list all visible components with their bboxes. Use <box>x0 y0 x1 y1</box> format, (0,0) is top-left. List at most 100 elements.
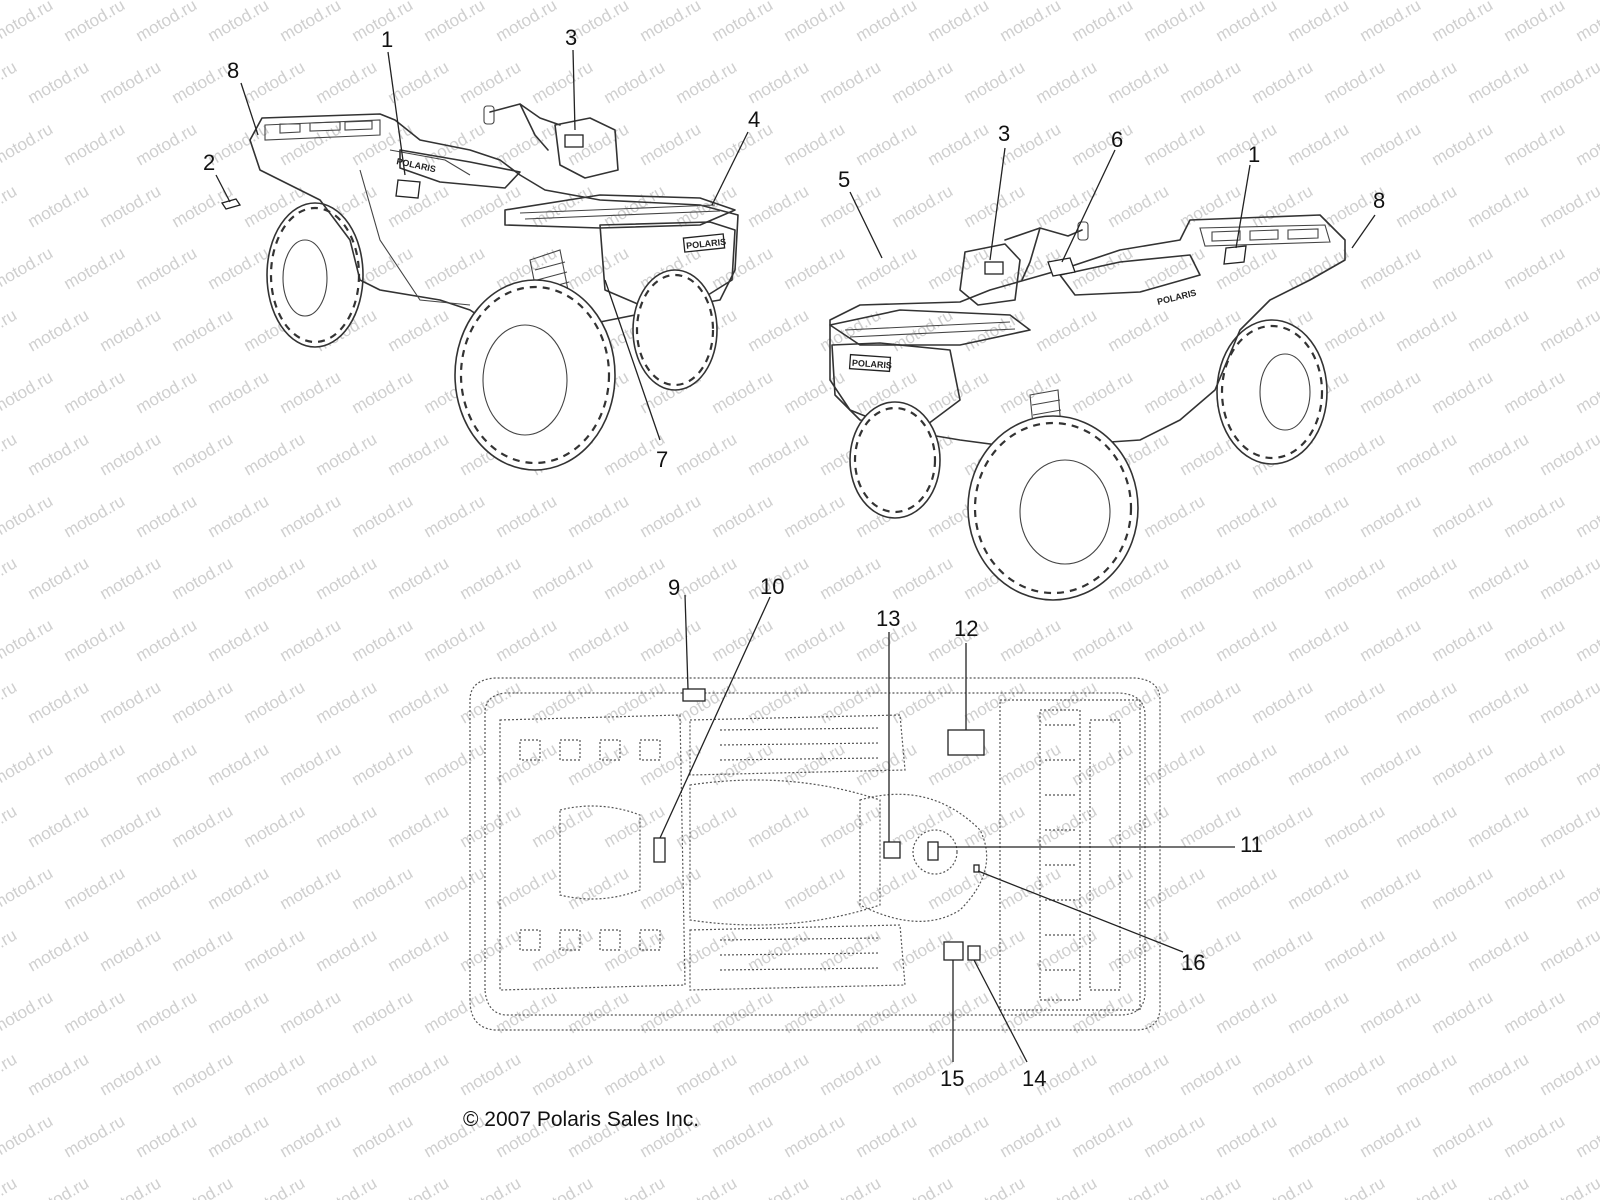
watermark-text: motod.ru <box>1213 739 1281 789</box>
watermark-text: motod.ru <box>493 615 561 665</box>
watermark-text: motod.ru <box>205 615 273 665</box>
watermark-text: motod.ru <box>1285 243 1353 293</box>
watermark-text: motod.ru <box>745 801 813 851</box>
watermark-text: motod.ru <box>781 243 849 293</box>
watermark-text: motod.ru <box>25 429 93 479</box>
watermark-text: motod.ru <box>1141 739 1209 789</box>
watermark-text: motod.ru <box>1357 491 1425 541</box>
watermark-text: motod.ru <box>745 1173 813 1200</box>
watermark-text: motod.ru <box>1177 553 1245 603</box>
watermark-text: motod.ru <box>1573 0 1600 45</box>
watermark-text: motod.ru <box>0 677 20 727</box>
watermark-text: motod.ru <box>61 367 129 417</box>
watermark-text: motod.ru <box>97 677 165 727</box>
watermark-text: motod.ru <box>745 1049 813 1099</box>
callout-1-left: 1 <box>381 27 393 52</box>
watermark-text: motod.ru <box>385 801 453 851</box>
watermark-text: motod.ru <box>421 615 489 665</box>
watermark-text: motod.ru <box>0 57 20 107</box>
watermark-text: motod.ru <box>1465 553 1533 603</box>
watermark-text: motod.ru <box>1501 1111 1569 1161</box>
callout-8-left: 8 <box>227 58 239 83</box>
watermark-text: motod.ru <box>1573 987 1600 1037</box>
watermark-text: motod.ru <box>1393 181 1461 231</box>
watermark-text: motod.ru <box>61 987 129 1037</box>
watermark-text: motod.ru <box>0 491 56 541</box>
watermark-text: motod.ru <box>853 1111 921 1161</box>
watermark-text: motod.ru <box>277 1111 345 1161</box>
watermark-text: motod.ru <box>961 1173 1029 1200</box>
watermark-text: motod.ru <box>0 801 20 851</box>
watermark-text: motod.ru <box>133 491 201 541</box>
watermark-text: motod.ru <box>1069 1111 1137 1161</box>
watermark-text: motod.ru <box>205 0 273 45</box>
watermark-text: motod.ru <box>1069 739 1137 789</box>
watermark-text: motod.ru <box>1141 1111 1209 1161</box>
watermark-text: motod.ru <box>0 553 20 603</box>
watermark-text: motod.ru <box>25 1173 93 1200</box>
watermark-text: motod.ru <box>709 863 777 913</box>
watermark-text: motod.ru <box>1321 677 1389 727</box>
watermark-text: motod.ru <box>673 1173 741 1200</box>
watermark-text: motod.ru <box>1429 987 1497 1037</box>
watermark-text: motod.ru <box>457 925 525 975</box>
watermark-text: motod.ru <box>277 987 345 1037</box>
watermark-text: motod.ru <box>1501 863 1569 913</box>
watermark-text: motod.ru <box>1285 1111 1353 1161</box>
callout-6: 6 <box>1111 127 1123 152</box>
callout-13: 13 <box>876 606 900 631</box>
watermark-text: motod.ru <box>853 119 921 169</box>
callout-7: 7 <box>656 447 668 472</box>
watermark-text: motod.ru <box>997 739 1065 789</box>
watermark-text: motod.ru <box>1393 677 1461 727</box>
watermark-text: motod.ru <box>1357 615 1425 665</box>
watermark-text: motod.ru <box>133 0 201 45</box>
watermark-text: motod.ru <box>997 1111 1065 1161</box>
watermark-text: motod.ru <box>565 739 633 789</box>
watermark-text: motod.ru <box>241 677 309 727</box>
leader-lines <box>215 49 1376 1063</box>
front-near-wheel <box>967 415 1139 601</box>
watermark-text: motod.ru <box>97 925 165 975</box>
watermark-text: motod.ru <box>1321 801 1389 851</box>
watermark-text: motod.ru <box>457 57 525 107</box>
watermark-text: motod.ru <box>1213 491 1281 541</box>
watermark-text: motod.ru <box>529 1173 597 1200</box>
watermark-text: motod.ru <box>1249 57 1317 107</box>
watermark-text: motod.ru <box>1429 863 1497 913</box>
watermark-text: motod.ru <box>1321 553 1389 603</box>
rear-wheel <box>266 202 364 348</box>
watermark-text: motod.ru <box>97 57 165 107</box>
watermark-text: motod.ru <box>1321 305 1389 355</box>
watermark-text: motod.ru <box>889 181 957 231</box>
watermark-text: motod.ru <box>1501 987 1569 1037</box>
watermark-text: motod.ru <box>25 181 93 231</box>
watermark-text: motod.ru <box>961 677 1029 727</box>
watermark-text: motod.ru <box>961 801 1029 851</box>
watermark-text: motod.ru <box>1285 119 1353 169</box>
watermark-text: motod.ru <box>745 429 813 479</box>
watermark-text: motod.ru <box>817 801 885 851</box>
front-left-wheel <box>454 279 616 471</box>
watermark-text: motod.ru <box>421 491 489 541</box>
watermark-text: motod.ru <box>169 429 237 479</box>
watermark-text: motod.ru <box>817 181 885 231</box>
watermark-text: motod.ru <box>1285 491 1353 541</box>
watermark-text: motod.ru <box>1249 181 1317 231</box>
watermark-text: motod.ru <box>457 801 525 851</box>
watermark-text: motod.ru <box>1105 801 1173 851</box>
watermark-text: motod.ru <box>0 1173 20 1200</box>
watermark-text: motod.ru <box>169 1049 237 1099</box>
watermark-text: motod.ru <box>1465 1173 1533 1200</box>
watermark-text: motod.ru <box>313 925 381 975</box>
watermark-text: motod.ru <box>1465 1049 1533 1099</box>
watermark-text: motod.ru <box>169 677 237 727</box>
watermark-text: motod.ru <box>961 1049 1029 1099</box>
watermark-text: motod.ru <box>385 553 453 603</box>
watermark-text: motod.ru <box>1141 367 1209 417</box>
watermark-text: motod.ru <box>0 987 56 1037</box>
watermark-text: motod.ru <box>61 739 129 789</box>
decal-15 <box>943 941 964 961</box>
watermark-text: motod.ru <box>385 305 453 355</box>
watermark-text: motod.ru <box>925 119 993 169</box>
